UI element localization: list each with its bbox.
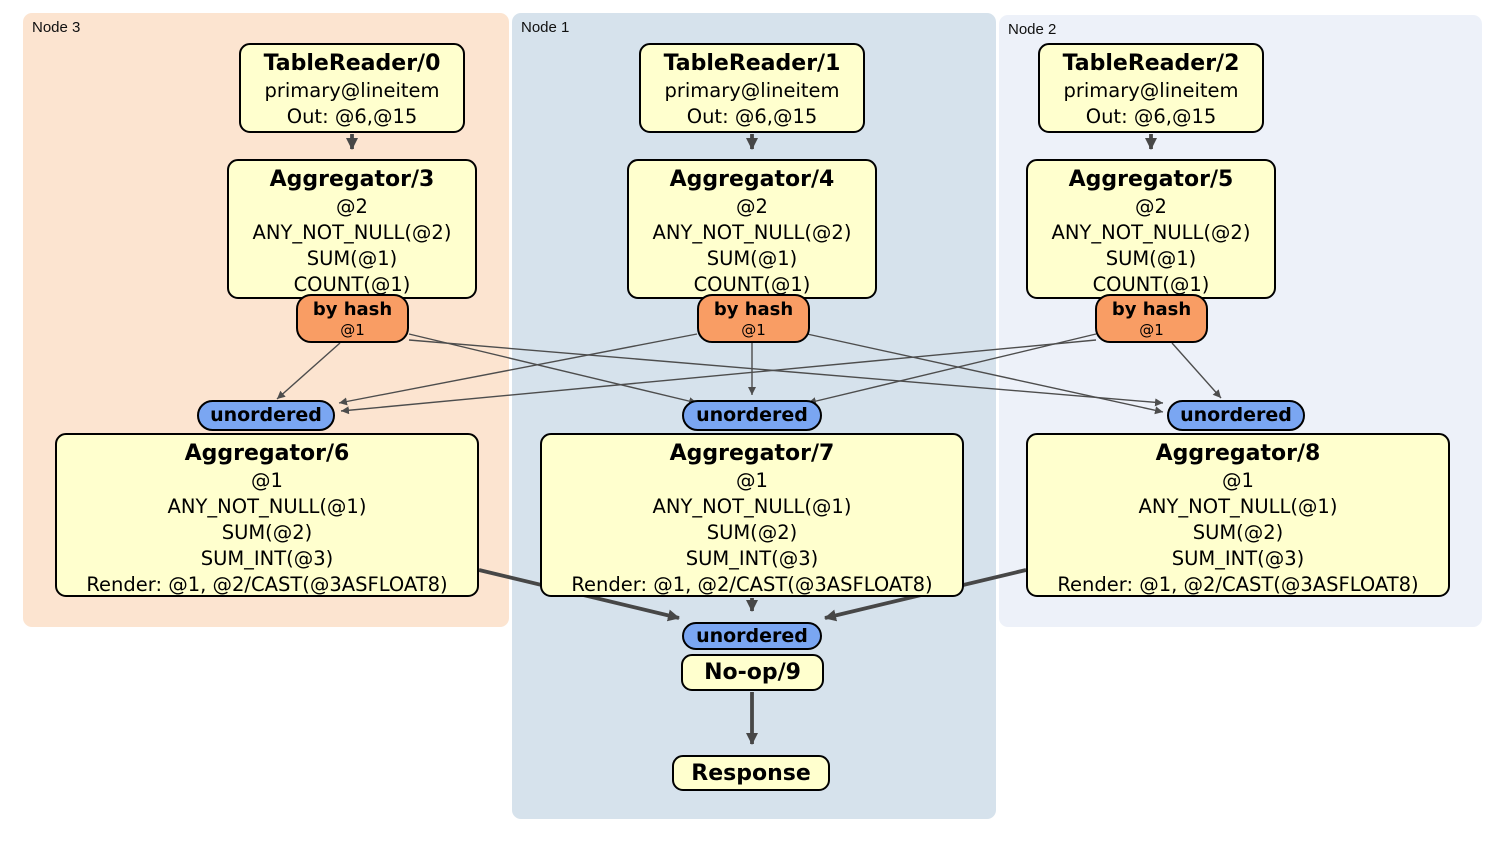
router-label: by hash — [312, 299, 393, 320]
stream-unordered-9: unordered — [682, 622, 822, 650]
edge-byhash5-unordered7 — [807, 333, 1097, 406]
node-detail: @2 — [336, 195, 368, 218]
node-detail: @2 — [736, 195, 768, 218]
node-detail: SUM_INT(@3) — [1171, 547, 1305, 570]
node-detail: SUM_INT(@3) — [685, 547, 819, 570]
node-title: Aggregator/4 — [669, 167, 835, 192]
stream-unordered-6: unordered — [197, 400, 335, 431]
node-aggregator-8: Aggregator/8 @1 ANY_NOT_NULL(@1) SUM(@2)… — [1026, 433, 1450, 597]
router-by-hash-3: by hash @1 — [296, 294, 409, 343]
edge-byhash3-unordered6 — [276, 342, 341, 400]
router-detail: @1 — [741, 321, 766, 339]
node-detail: @1 — [1222, 469, 1254, 492]
node-detail: Out: @6,@15 — [686, 105, 818, 128]
node-detail: primary@lineitem — [264, 79, 440, 102]
node-detail: ANY_NOT_NULL(@1) — [1138, 495, 1338, 518]
node-detail: Out: @6,@15 — [286, 105, 418, 128]
node-title: Aggregator/8 — [1155, 441, 1321, 466]
node-tablereader-2: TableReader/2 primary@lineitem Out: @6,@… — [1038, 43, 1264, 133]
node-title: Response — [691, 761, 811, 786]
region-node-1-label: Node 1 — [521, 19, 570, 36]
router-label: by hash — [713, 299, 794, 320]
node-detail: SUM(@2) — [706, 521, 798, 544]
node-title: No-op/9 — [704, 660, 801, 685]
node-detail: ANY_NOT_NULL(@2) — [652, 221, 852, 244]
node-title: Aggregator/6 — [184, 441, 350, 466]
node-title: TableReader/1 — [663, 51, 841, 76]
node-title: Aggregator/7 — [669, 441, 835, 466]
node-detail: ANY_NOT_NULL(@1) — [167, 495, 367, 518]
node-aggregator-3: Aggregator/3 @2 ANY_NOT_NULL(@2) SUM(@1)… — [227, 159, 477, 299]
node-response: Response — [672, 755, 830, 791]
node-tablereader-0: TableReader/0 primary@lineitem Out: @6,@… — [239, 43, 465, 133]
edge-byhash4-unordered8 — [806, 333, 1164, 415]
node-tablereader-1: TableReader/1 primary@lineitem Out: @6,@… — [639, 43, 865, 133]
node-title: Aggregator/3 — [269, 167, 435, 192]
node-detail: Render: @1, @2/CAST(@3ASFLOAT8) — [1057, 573, 1419, 596]
node-detail: ANY_NOT_NULL(@2) — [252, 221, 452, 244]
node-detail: SUM(@1) — [1105, 247, 1197, 270]
region-node-2-label: Node 2 — [1008, 21, 1057, 38]
node-detail: SUM(@1) — [306, 247, 398, 270]
node-aggregator-4: Aggregator/4 @2 ANY_NOT_NULL(@2) SUM(@1)… — [627, 159, 877, 299]
edge-byhash5-unordered6 — [340, 339, 1097, 415]
stream-unordered-7: unordered — [682, 400, 822, 431]
node-aggregator-7: Aggregator/7 @1 ANY_NOT_NULL(@1) SUM(@2)… — [540, 433, 964, 597]
node-title: TableReader/0 — [263, 51, 441, 76]
router-label: by hash — [1111, 299, 1192, 320]
node-detail: @1 — [736, 469, 768, 492]
node-title: Aggregator/5 — [1068, 167, 1234, 192]
router-by-hash-5: by hash @1 — [1095, 294, 1208, 343]
node-detail: COUNT(@1) — [1092, 273, 1210, 296]
stream-unordered-8: unordered — [1167, 400, 1305, 431]
router-detail: @1 — [340, 321, 365, 339]
router-detail: @1 — [1139, 321, 1164, 339]
edge-byhash3-unordered8 — [408, 339, 1164, 407]
node-detail: Render: @1, @2/CAST(@3ASFLOAT8) — [86, 573, 448, 596]
node-detail: COUNT(@1) — [293, 273, 411, 296]
node-detail: Render: @1, @2/CAST(@3ASFLOAT8) — [571, 573, 933, 596]
node-detail: SUM_INT(@3) — [200, 547, 334, 570]
node-noop-9: No-op/9 — [681, 654, 824, 691]
node-detail: COUNT(@1) — [693, 273, 811, 296]
region-node-3-label: Node 3 — [32, 19, 81, 36]
node-detail: SUM(@2) — [221, 521, 313, 544]
edge-byhash4-unordered6 — [338, 333, 698, 406]
node-detail: primary@lineitem — [664, 79, 840, 102]
node-detail: @1 — [251, 469, 283, 492]
node-aggregator-5: Aggregator/5 @2 ANY_NOT_NULL(@2) SUM(@1)… — [1026, 159, 1276, 299]
edge-byhash3-unordered7 — [408, 333, 698, 406]
node-detail: SUM(@2) — [1192, 521, 1284, 544]
node-detail: ANY_NOT_NULL(@1) — [652, 495, 852, 518]
node-aggregator-6: Aggregator/6 @1 ANY_NOT_NULL(@1) SUM(@2)… — [55, 433, 479, 597]
node-detail: Out: @6,@15 — [1085, 105, 1217, 128]
node-detail: SUM(@1) — [706, 247, 798, 270]
node-detail: ANY_NOT_NULL(@2) — [1051, 221, 1251, 244]
edge-byhash5-unordered8 — [1171, 342, 1222, 399]
router-by-hash-4: by hash @1 — [697, 294, 810, 343]
node-title: TableReader/2 — [1062, 51, 1240, 76]
node-detail: primary@lineitem — [1063, 79, 1239, 102]
node-detail: @2 — [1135, 195, 1167, 218]
